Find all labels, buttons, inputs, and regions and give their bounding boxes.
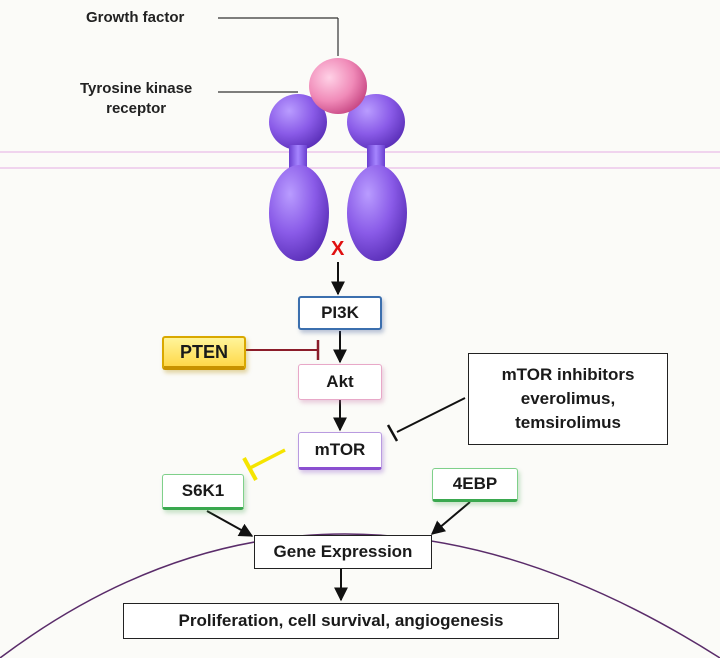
akt-node: Akt	[298, 364, 382, 400]
receptor-right-upper-lobe	[347, 94, 405, 150]
pi3k-node: PI3K	[298, 296, 382, 330]
mtor-inhibitors-box: mTOR inhibitors everolimus, temsirolimus	[468, 353, 668, 445]
nucleus-membrane	[0, 533, 720, 658]
receptor-label-line2: receptor	[106, 100, 167, 118]
4ebp-node: 4EBP	[432, 468, 518, 502]
mtor-inhibitors-line2: everolimus,	[520, 389, 616, 409]
receptor-right-lower-lobe	[347, 165, 407, 261]
growth-factor-label: Growth factor	[86, 9, 185, 26]
arrow-s6k1-to-gene-expression	[206, 510, 254, 537]
arrow-4ebp-to-gene-expression	[430, 501, 471, 535]
mtor-inhibitors-line3: temsirolimus	[515, 412, 621, 432]
receptor-label: Tyrosine kinase receptor	[80, 79, 192, 120]
mtor-to-s6k1-bar	[242, 457, 258, 481]
pten-node: PTEN	[162, 336, 246, 370]
outcome-box: Proliferation, cell survival, angiogenes…	[123, 603, 559, 639]
receptor-label-line1: Tyrosine kinase	[80, 80, 193, 97]
mtor-node: mTOR	[298, 432, 382, 470]
blocked-marker: X	[331, 238, 345, 260]
s6k1-node: S6K1	[162, 474, 244, 510]
gene-expression-box: Gene Expression	[254, 535, 432, 569]
mtor-to-s6k1-line	[249, 448, 286, 470]
mtor-inhibitor-bar	[386, 424, 399, 442]
growth-factor-ligand	[309, 58, 367, 114]
receptor-left-upper-lobe	[269, 94, 327, 150]
mtor-inhibitors-line1: mTOR inhibitors	[501, 365, 635, 385]
mtor-inhibitor-line	[396, 397, 466, 433]
receptor-left-lower-lobe	[269, 165, 329, 261]
